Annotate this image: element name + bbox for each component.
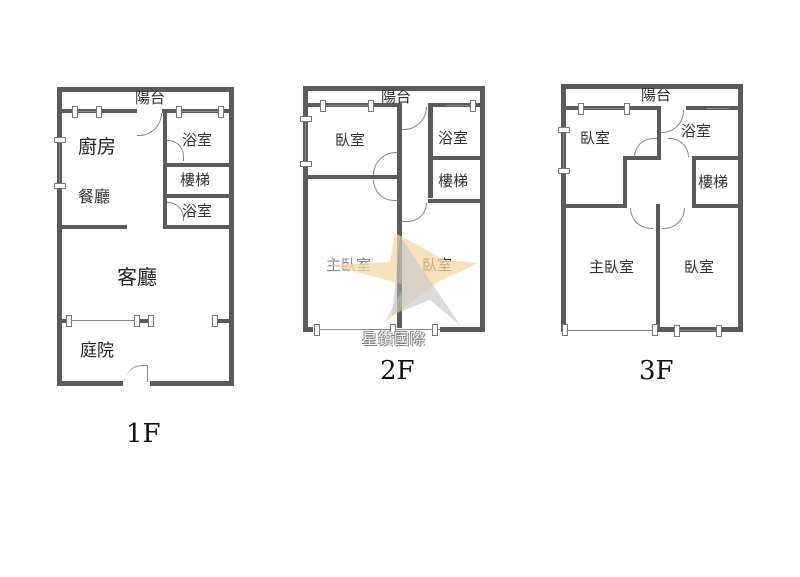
wall xyxy=(303,86,308,332)
room-label-living-room: 客廳 xyxy=(117,265,157,289)
wall xyxy=(163,194,234,198)
wall xyxy=(561,84,743,89)
wall xyxy=(57,87,62,386)
wall xyxy=(561,204,627,208)
room-label-balcony: 陽台 xyxy=(135,89,166,107)
wall xyxy=(150,381,234,386)
wall xyxy=(57,381,123,386)
wall xyxy=(163,163,234,167)
room-label-kitchen: 廚房 xyxy=(78,136,117,158)
wall xyxy=(428,199,485,203)
room-label-bathroom: 浴室 xyxy=(438,129,469,147)
wall xyxy=(57,87,234,92)
room-label-bedroom: 臥室 xyxy=(684,258,715,276)
wall xyxy=(692,156,696,208)
room-label-stairs: 樓梯 xyxy=(438,172,469,190)
wall xyxy=(217,319,234,323)
wall xyxy=(229,87,234,386)
floor-label-2f: 2F xyxy=(380,356,415,386)
room-label-stairs: 樓梯 xyxy=(698,173,729,191)
room-label-bathroom: 浴室 xyxy=(182,202,213,220)
room-label-balcony: 陽台 xyxy=(641,86,672,104)
wall xyxy=(440,327,485,332)
room-label-master-bedroom: 主臥室 xyxy=(589,258,635,276)
room-label-courtyard: 庭院 xyxy=(80,341,114,361)
room-label-bathroom: 浴室 xyxy=(681,122,712,140)
wall xyxy=(303,175,398,179)
wall xyxy=(303,86,485,91)
wall xyxy=(561,84,566,332)
floor-label-1f: 1F xyxy=(126,419,161,449)
room-label-bedroom: 臥室 xyxy=(580,129,611,147)
wall xyxy=(656,204,660,332)
wall xyxy=(692,204,743,208)
wall xyxy=(659,327,743,332)
wall xyxy=(140,319,150,323)
wall xyxy=(623,156,661,160)
wall xyxy=(623,156,627,208)
wall xyxy=(57,225,127,229)
wall xyxy=(428,103,433,198)
room-label-bedroom: 臥室 xyxy=(335,131,366,149)
wall xyxy=(738,84,743,332)
wall xyxy=(428,156,485,160)
room-label-bathroom: 浴室 xyxy=(182,131,213,149)
wall xyxy=(397,103,402,328)
watermark-text: 星鑽國際 xyxy=(362,330,427,348)
wall xyxy=(163,109,167,229)
room-label-dining: 餐廳 xyxy=(78,187,111,206)
room-label-balcony: 陽台 xyxy=(381,88,412,106)
wall xyxy=(167,225,234,229)
wall xyxy=(692,156,743,160)
wall xyxy=(480,86,485,332)
wall xyxy=(303,327,313,332)
room-label-stairs: 樓梯 xyxy=(180,171,211,189)
wall xyxy=(57,319,67,323)
wall xyxy=(657,106,661,158)
floor-label-3f: 3F xyxy=(639,356,674,386)
